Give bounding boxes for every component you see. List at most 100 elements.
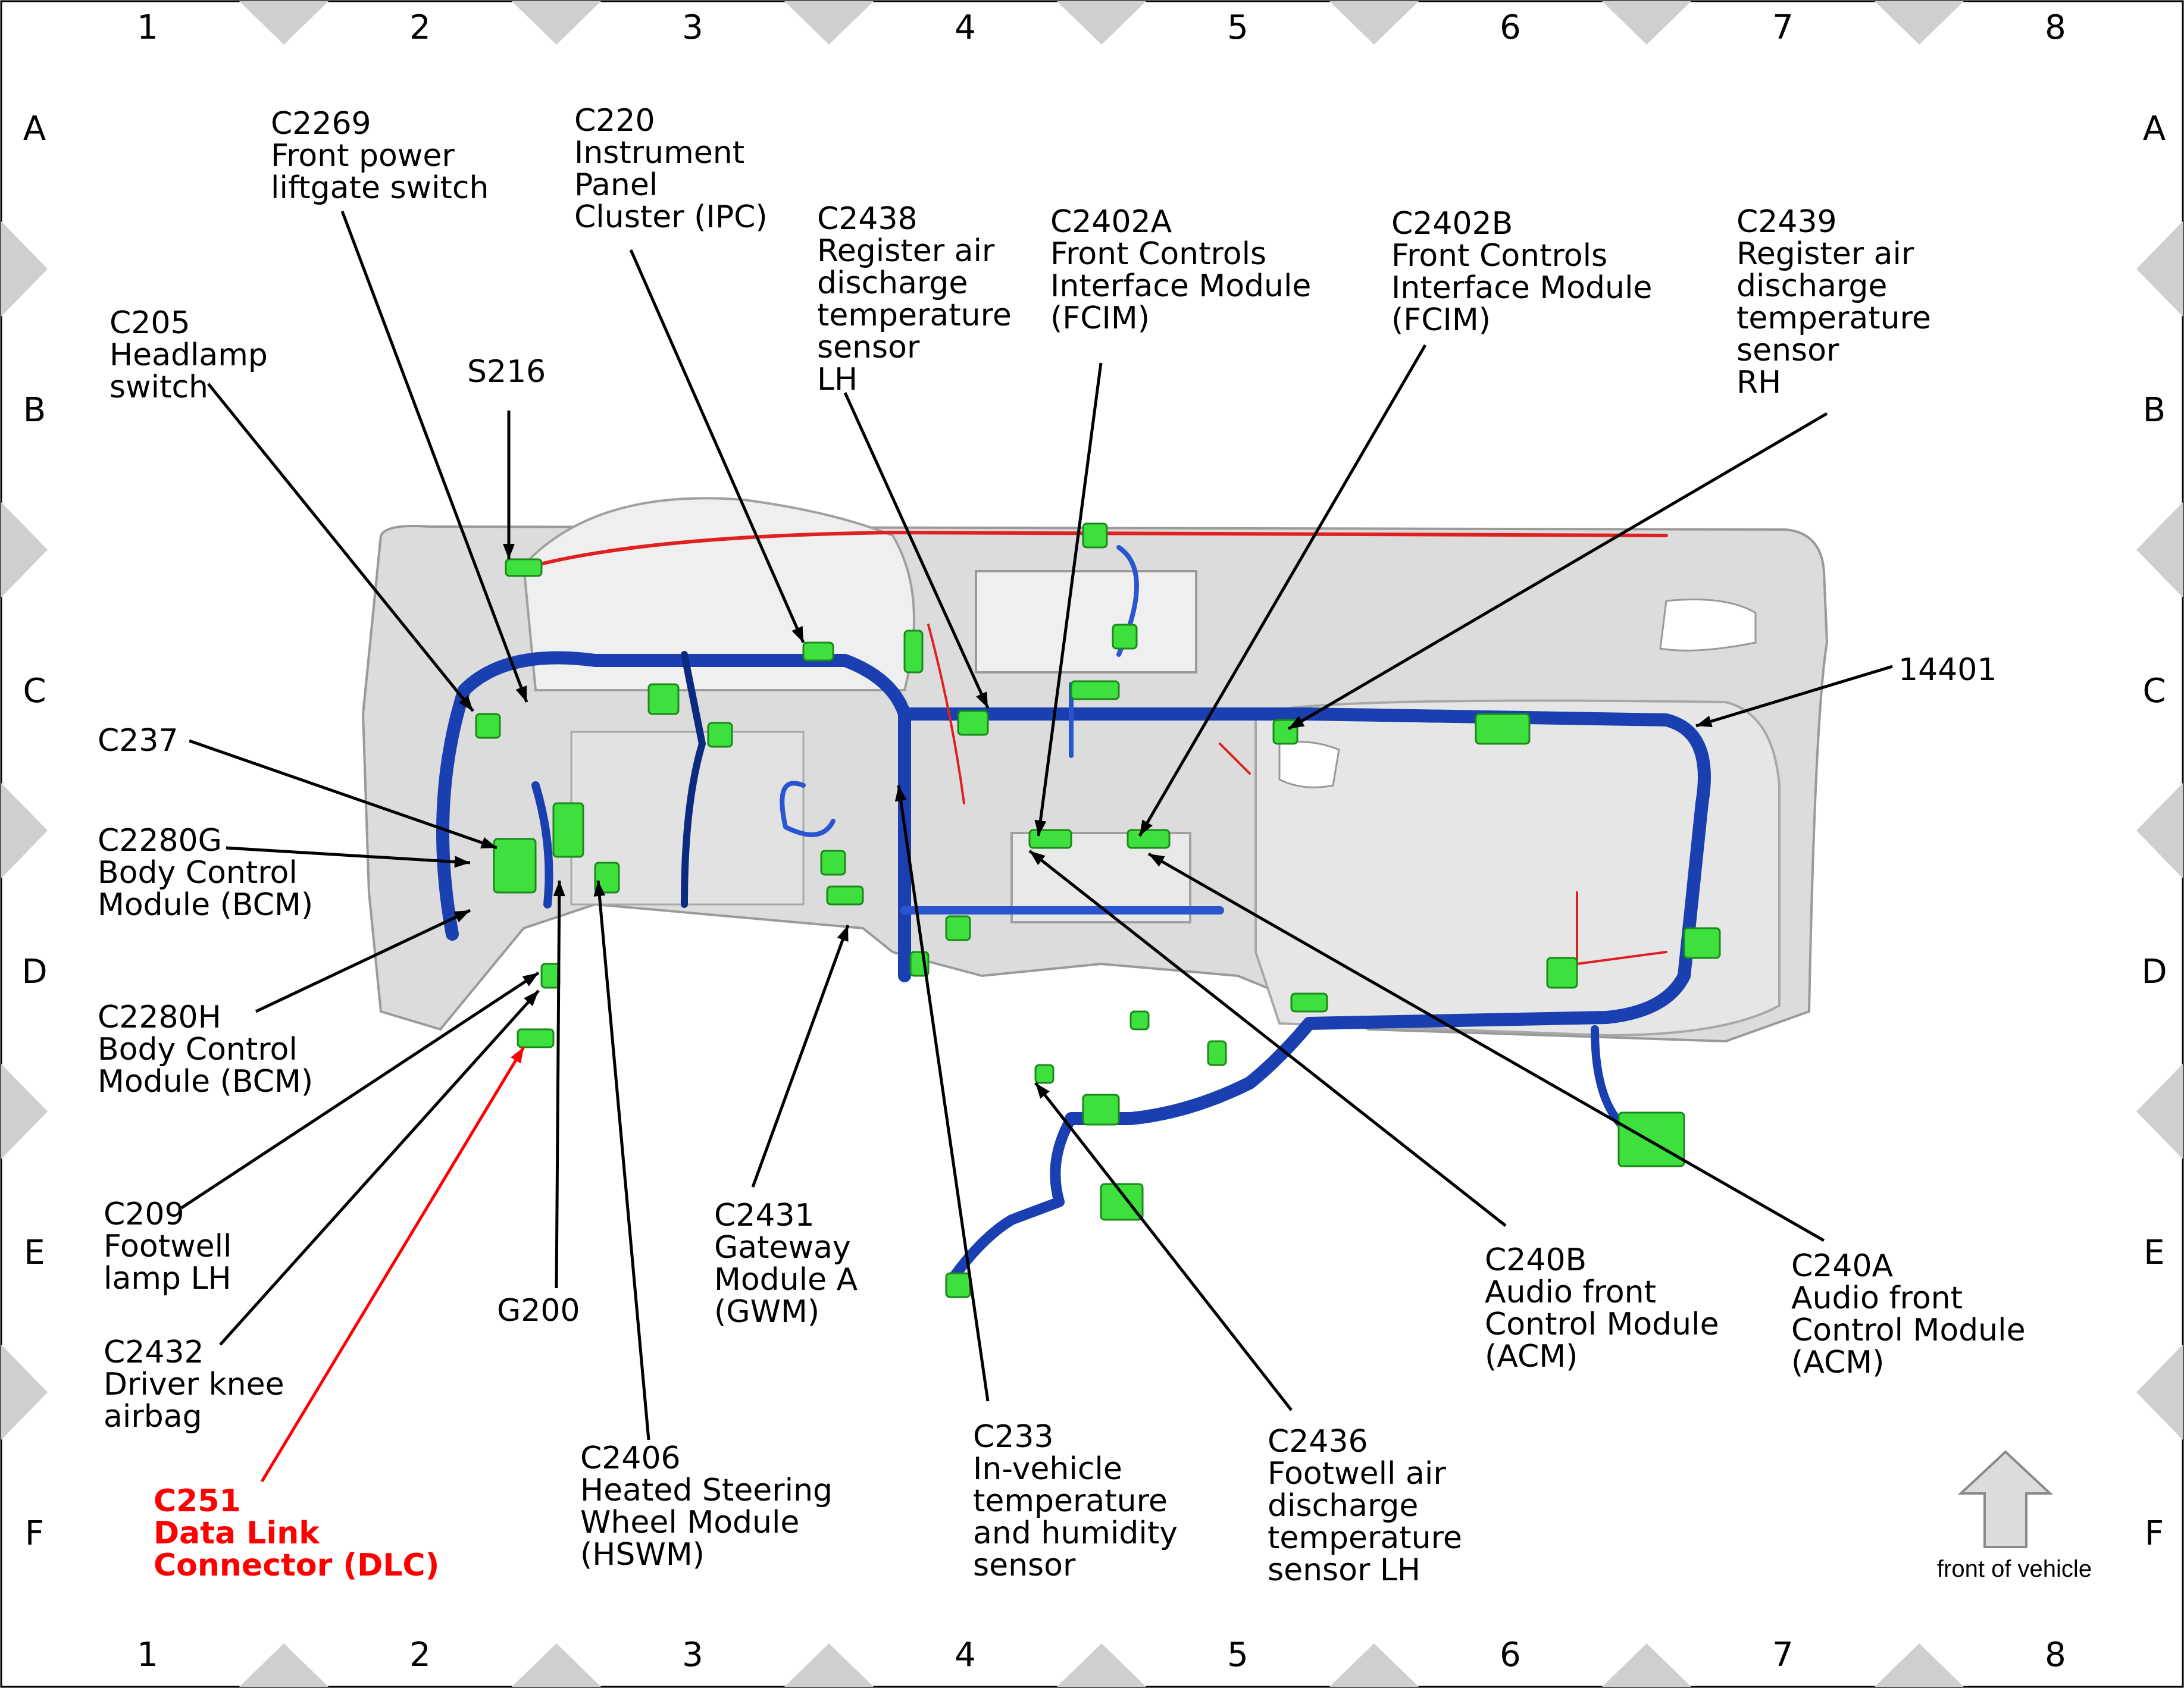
connector-shape bbox=[540, 963, 561, 989]
connector-shape bbox=[1475, 713, 1531, 745]
leader-line-g200 bbox=[555, 880, 561, 1289]
connector-shape bbox=[802, 641, 834, 662]
arrowhead-icon bbox=[837, 925, 849, 942]
callout-line: C205 bbox=[109, 305, 190, 341]
leader-line-c220 bbox=[629, 249, 805, 644]
arrowhead-icon bbox=[553, 881, 565, 897]
grid-column-label: 6 bbox=[1500, 1636, 1521, 1674]
grid-column-label: 7 bbox=[1772, 1636, 1794, 1674]
connector-shape bbox=[475, 713, 501, 739]
callout-line: temperature bbox=[1736, 300, 1931, 336]
border-diamond bbox=[1057, 1, 1146, 45]
callout-line: (HSWM) bbox=[580, 1537, 705, 1573]
callout-line: Headlamp bbox=[109, 337, 268, 373]
callout-line: Gateway bbox=[714, 1230, 851, 1266]
callout-line: (GWM) bbox=[714, 1294, 819, 1330]
callout-line: Driver knee bbox=[104, 1367, 284, 1402]
callout-line: Heated Steering bbox=[580, 1473, 833, 1508]
callout-line: C2431 bbox=[714, 1198, 815, 1233]
leader-line-c2432 bbox=[219, 989, 540, 1346]
grid-column-label: 4 bbox=[955, 8, 976, 47]
front-of-vehicle-label: front of vehicle bbox=[1937, 1556, 2092, 1582]
arrowhead-icon bbox=[791, 626, 803, 643]
border-diamond bbox=[2136, 502, 2183, 597]
callout-c237: C237 bbox=[98, 723, 179, 759]
grid-column-label: 1 bbox=[137, 8, 158, 47]
connector-shape bbox=[552, 802, 584, 858]
connector-shape bbox=[1683, 927, 1721, 959]
callout-s216: S216 bbox=[467, 354, 546, 390]
leader-line-c251 bbox=[260, 1046, 525, 1483]
grid-column-label: 8 bbox=[2045, 1636, 2066, 1674]
leader-line-c240a bbox=[1147, 852, 1825, 1242]
callout-c237-label: C237 bbox=[98, 723, 179, 759]
callout-line: Audio front bbox=[1791, 1280, 1963, 1316]
callout-line: Panel bbox=[574, 167, 658, 203]
callout-line: sensor bbox=[973, 1548, 1076, 1583]
border-diamond bbox=[512, 1, 601, 45]
callout-line: airbag bbox=[104, 1399, 202, 1435]
border-diamond bbox=[1, 1064, 48, 1159]
callout-line: Body Control bbox=[98, 1032, 298, 1067]
border-diamond bbox=[1, 783, 48, 878]
connector-shape bbox=[945, 1272, 971, 1298]
callout-line: C2436 bbox=[1268, 1424, 1368, 1460]
callout-line: Wheel Module bbox=[580, 1505, 799, 1540]
grid-column-label: 3 bbox=[682, 1636, 703, 1674]
callout-line: Audio front bbox=[1485, 1274, 1656, 1310]
connector-shape bbox=[1082, 522, 1108, 549]
callout-line: C2280G bbox=[98, 823, 222, 859]
arrowhead-icon bbox=[453, 910, 470, 923]
callout-line: In-vehicle bbox=[973, 1451, 1122, 1487]
arrowhead-icon bbox=[511, 1047, 524, 1064]
connector-shape bbox=[647, 683, 680, 715]
leader-line-c209 bbox=[180, 971, 540, 1210]
leader-line-c2269 bbox=[340, 211, 528, 703]
arrowhead-icon bbox=[522, 973, 539, 987]
grid-column-label: 8 bbox=[2045, 8, 2066, 47]
border-diamond bbox=[784, 1643, 874, 1687]
connector-shape bbox=[945, 915, 971, 941]
callout-line: C220 bbox=[574, 103, 655, 139]
up-arrow-icon bbox=[1957, 1450, 2054, 1548]
callout-line: (ACM) bbox=[1791, 1345, 1884, 1380]
leader-line-c2402a bbox=[1037, 362, 1103, 837]
callout-line: sensor LH bbox=[1268, 1552, 1420, 1588]
arrowhead-icon bbox=[1149, 854, 1165, 867]
callout-line: C2432 bbox=[104, 1335, 204, 1370]
callout-line: C2402A bbox=[1050, 204, 1172, 240]
border-diamond bbox=[1, 221, 48, 317]
callout-line: Front Controls bbox=[1391, 238, 1607, 274]
leader-lines bbox=[180, 211, 1893, 1483]
callout-line: temperature bbox=[973, 1483, 1168, 1519]
leader-line-c2438 bbox=[843, 392, 990, 709]
callout-line: C240B bbox=[1485, 1242, 1587, 1278]
connectors bbox=[475, 522, 1721, 1298]
callout-line: switch bbox=[109, 369, 208, 405]
border-diamond bbox=[784, 1, 874, 45]
arrowhead-icon bbox=[1034, 819, 1047, 836]
callout-line: C240A bbox=[1791, 1248, 1894, 1284]
arrowhead-icon bbox=[515, 685, 527, 702]
connector-shape bbox=[1617, 1111, 1685, 1167]
grid-column-label: 5 bbox=[1227, 8, 1249, 47]
border-diamond bbox=[1602, 1, 1691, 45]
callout-line: (FCIM) bbox=[1050, 300, 1150, 336]
